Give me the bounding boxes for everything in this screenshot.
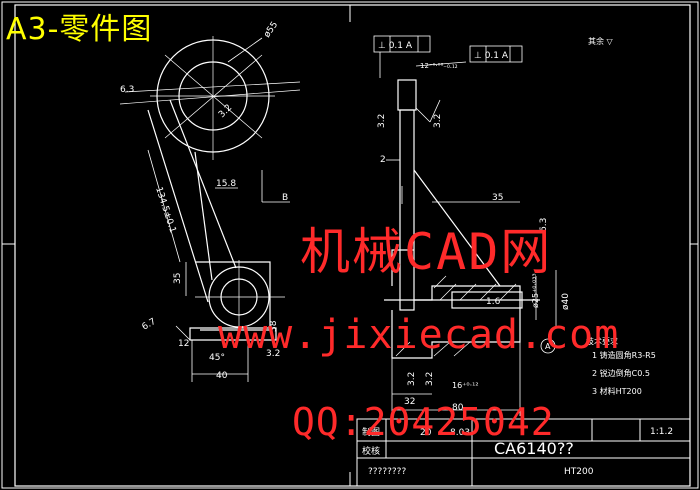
boss-outline bbox=[391, 249, 414, 286]
notes-item-2: 2 锐边倒角C0.5 bbox=[592, 368, 650, 378]
dim-d25: ø25⁺⁰·⁰³³ bbox=[531, 273, 540, 308]
dim-12 bbox=[415, 61, 467, 67]
tb-rev: 8.03 bbox=[450, 428, 470, 438]
c7 bbox=[124, 81, 301, 93]
rough-sym-2 bbox=[429, 99, 441, 123]
dim-d40r: ø40 bbox=[561, 293, 571, 310]
gt-box-2 bbox=[469, 45, 523, 63]
h6 bbox=[433, 341, 451, 357]
h2 bbox=[439, 283, 457, 301]
sheet-title: A3-零件图 bbox=[6, 12, 153, 47]
gt-1: ⊥ 0.1 A bbox=[378, 41, 413, 51]
right-hatch bbox=[395, 275, 517, 357]
title-block bbox=[356, 418, 691, 487]
dim-r32a: 3.2 bbox=[217, 103, 234, 120]
lead-12 bbox=[175, 325, 191, 341]
notes-item-3: 3 材料HT200 bbox=[592, 386, 642, 396]
tb-drawn: 制图 bbox=[362, 426, 380, 438]
roughness-other: 其余 ▽ bbox=[588, 36, 614, 46]
dim-secb: B bbox=[282, 193, 288, 203]
notes-item-1: 1 铸造圆角R3-R5 bbox=[592, 350, 656, 360]
arm-left-edge bbox=[147, 109, 209, 303]
shaft-body bbox=[399, 109, 415, 311]
dim-134: 134.5±0.1 bbox=[153, 186, 177, 234]
watermark-qq: QQ:20425042 bbox=[292, 400, 555, 444]
tb-checked: 校核 bbox=[362, 445, 380, 457]
h1 bbox=[433, 275, 447, 289]
h5 bbox=[499, 283, 517, 301]
dim-a45: 45° bbox=[209, 353, 225, 363]
arm-right-edge bbox=[194, 151, 213, 281]
dim-63r: 6.3 bbox=[539, 218, 549, 232]
arm-rib bbox=[169, 99, 237, 269]
datum-a: A bbox=[545, 342, 551, 351]
lower-web bbox=[195, 261, 271, 331]
notes-title: 技术要求 bbox=[586, 336, 618, 346]
dim-38: 38 bbox=[269, 320, 279, 332]
dim-80: 80 bbox=[452, 403, 464, 413]
h7 bbox=[453, 341, 471, 357]
dim-16tol: 16⁺⁰·¹² bbox=[452, 381, 479, 390]
h4 bbox=[479, 283, 497, 301]
right-view bbox=[384, 79, 540, 359]
lower-base bbox=[189, 327, 277, 341]
inner-border bbox=[14, 4, 691, 487]
left-center-lines bbox=[119, 36, 301, 338]
tb-part-no: CA6140?? bbox=[494, 439, 574, 458]
datum-a-circle bbox=[540, 338, 556, 354]
right-dim-lines bbox=[373, 35, 557, 416]
tb-company: ???????? bbox=[368, 467, 406, 477]
dim-40: 40 bbox=[216, 371, 228, 381]
dim-16: 1.6 bbox=[486, 297, 501, 307]
dim-35r: 35 bbox=[492, 193, 503, 203]
c8 bbox=[119, 89, 301, 105]
left-dim-lines bbox=[147, 37, 290, 382]
dim-35: 35 bbox=[173, 273, 183, 284]
dim-67: 6.7 bbox=[141, 317, 158, 333]
bore-rect bbox=[451, 291, 523, 309]
tb-material: HT200 bbox=[564, 467, 594, 477]
h8 bbox=[395, 341, 411, 357]
tb-sheet: 1:1.2 bbox=[650, 427, 673, 437]
dim-d55: ø55 bbox=[262, 20, 280, 40]
watermark-url: www.jixiecad.com bbox=[218, 312, 620, 358]
gt-2: ⊥ 0.1 A bbox=[474, 51, 509, 61]
dim-32e: 32 bbox=[404, 397, 415, 407]
dim-32b: 3.2 bbox=[266, 349, 280, 359]
h3 bbox=[459, 283, 477, 301]
dim-32c: 3.2 bbox=[377, 114, 387, 128]
tb-scale-num: 20 bbox=[420, 428, 432, 438]
watermark-cn: 机械CAD网 bbox=[300, 223, 553, 281]
lead-55 bbox=[227, 37, 263, 63]
rib-diagonal bbox=[413, 169, 501, 287]
rough-sym-1 bbox=[415, 107, 431, 123]
dim-158: 15.8 bbox=[216, 179, 236, 189]
dim-32g: 3.2 bbox=[425, 372, 435, 386]
tb-frame bbox=[356, 418, 691, 487]
dim-32f: 3.2 bbox=[407, 372, 417, 386]
dim-12: 12 bbox=[178, 339, 189, 349]
dim-12tol: 12⁻⁰·⁰⁶₋₀.₁₂ bbox=[420, 62, 458, 70]
dim-32d: 3.2 bbox=[433, 114, 443, 128]
gt-box-1 bbox=[373, 35, 431, 53]
dim-134 bbox=[147, 149, 181, 263]
dim-2: 2 bbox=[380, 155, 386, 165]
dim-r63: 6.3 bbox=[120, 85, 134, 95]
